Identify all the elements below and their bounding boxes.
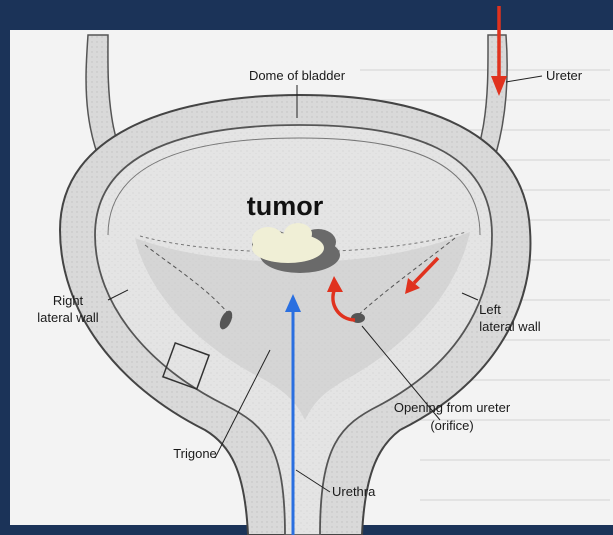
- dome-label: Dome of bladder: [249, 68, 346, 83]
- opening-label-line2: (orifice): [430, 418, 473, 433]
- right-wall-label-line2: lateral wall: [37, 310, 99, 325]
- opening-label-line1: Opening from ureter: [394, 400, 511, 415]
- tumor-label: tumor: [247, 191, 324, 221]
- trigone-label: Trigone: [173, 446, 217, 461]
- left-wall-label-line1: Left: [479, 302, 501, 317]
- right-wall-label-line1: Right: [53, 293, 84, 308]
- ureter-label: Ureter: [546, 68, 583, 83]
- urethra-label: Urethra: [332, 484, 376, 499]
- left-wall-label-line2: lateral wall: [479, 319, 541, 334]
